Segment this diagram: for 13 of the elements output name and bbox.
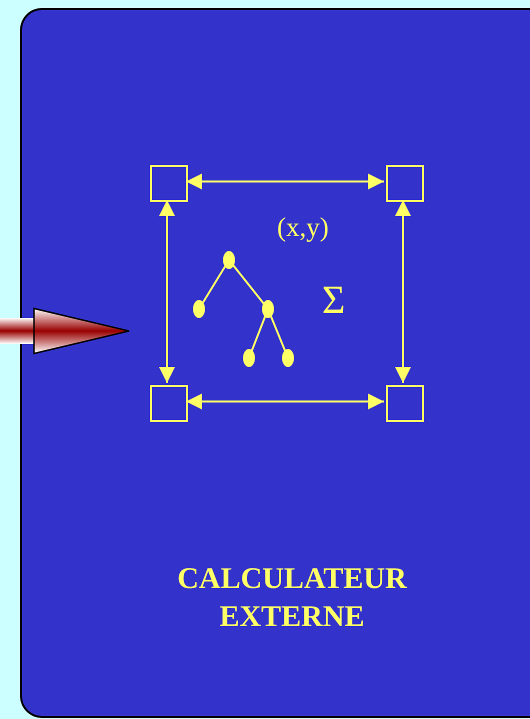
square-box — [150, 385, 188, 422]
block-arrow — [0, 308, 130, 354]
panel-title: CALCULATEUR EXTERNE — [176, 561, 408, 635]
panel — [20, 8, 530, 718]
square-box — [386, 165, 424, 202]
sigma-symbol: Σ — [322, 280, 346, 320]
double-arrow — [395, 200, 411, 383]
square-box — [386, 385, 424, 422]
double-arrow — [186, 174, 384, 190]
double-arrow — [186, 394, 384, 410]
coordinate-label: (x,y) — [277, 214, 329, 241]
double-arrow — [159, 200, 175, 383]
square-box — [150, 165, 188, 202]
